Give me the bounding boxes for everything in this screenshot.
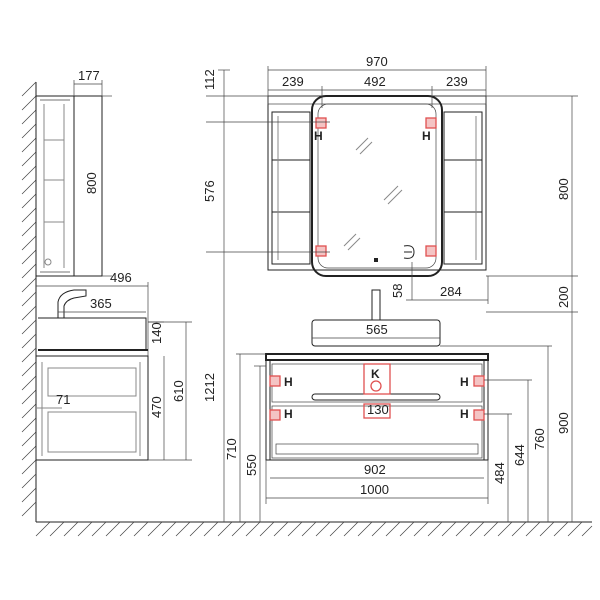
vanity-h-lower-right: H <box>460 407 469 421</box>
dim-floor-lower-conn: 484 <box>492 462 507 484</box>
dim-right-vertical-lines <box>486 95 578 522</box>
dim-floor-upper-conn: 644 <box>512 444 527 466</box>
vanity-h-upper-left: H <box>284 375 293 389</box>
dim-side-height: 800 <box>84 172 99 194</box>
dim-total-width: 1000 <box>360 482 389 497</box>
side-vanity <box>35 289 149 461</box>
dim-basin-width: 565 <box>366 322 388 337</box>
dim-left-vertical-lines <box>206 69 330 522</box>
vanity-connection-markers <box>269 363 485 421</box>
dim-floor-cabinet-bottom: 550 <box>244 454 259 476</box>
vanity-h-upper-right: H <box>460 375 469 389</box>
dim-faucet-height: 58 <box>390 284 405 298</box>
dim-basin-height: 140 <box>149 322 164 344</box>
dim-floor-mirror: 1212 <box>202 373 217 402</box>
dim-total-height: 800 <box>556 178 571 200</box>
dim-floor-right-lines <box>440 345 552 522</box>
dim-basin-depth: 365 <box>90 296 112 311</box>
vanity-h-lower-left: H <box>284 407 293 421</box>
dim-vanity-depth-line <box>36 282 149 356</box>
mirror-connection-markers <box>315 117 437 257</box>
side-mirror-cabinet <box>35 80 103 277</box>
dim-side-height-line <box>102 95 112 277</box>
dim-floor-basin: 760 <box>532 428 547 450</box>
dim-width-lines <box>265 460 489 504</box>
dim-drawer-offset: 71 <box>56 392 70 407</box>
wall-hatch <box>21 81 37 522</box>
dim-vanity-depth: 496 <box>110 270 132 285</box>
dim-outlet-width: 130 <box>367 402 389 417</box>
floor-hatch <box>35 521 593 537</box>
dim-top-gap: 112 <box>202 69 217 90</box>
dim-body-height: 610 <box>171 380 186 402</box>
dim-faucet-lines <box>406 262 489 304</box>
dim-floor-top: 900 <box>556 412 571 434</box>
dim-mirror-depth: 177 <box>78 68 100 83</box>
dim-left-shelf: 239 <box>282 74 304 89</box>
mirror-h-left: H <box>314 129 323 143</box>
dim-floor-left-lines <box>236 353 266 522</box>
dim-right-shelf: 239 <box>446 74 468 89</box>
dim-mirror-inner: 492 <box>364 74 386 89</box>
dim-mirror-width: 970 <box>366 54 388 69</box>
sewer-label: K <box>371 367 380 381</box>
dim-inner-width: 902 <box>364 462 386 477</box>
dim-socket-offset: 284 <box>440 284 462 299</box>
dim-inner-height: 576 <box>202 180 217 202</box>
front-mirror-cabinet <box>267 95 487 277</box>
dim-floor-cabinet-top: 710 <box>224 438 239 460</box>
mirror-h-right: H <box>422 129 431 143</box>
socket-icon <box>403 245 415 259</box>
dim-drawer-front: 470 <box>149 396 164 418</box>
dim-gap-mirror: 200 <box>556 286 571 308</box>
dim-mirror-top-lines <box>267 66 487 108</box>
